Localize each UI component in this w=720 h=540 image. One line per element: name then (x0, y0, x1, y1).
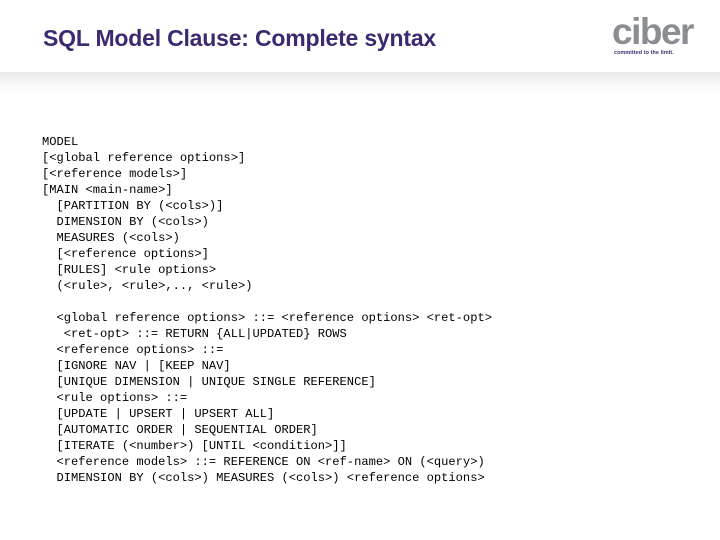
code-line: [ITERATE (<number>) [UNTIL <condition>]] (42, 439, 347, 453)
code-line: <global reference options> ::= <referenc… (42, 311, 492, 325)
code-line: <rule options> ::= (42, 391, 188, 405)
header-divider (0, 72, 720, 94)
code-line: [IGNORE NAV | [KEEP NAV] (42, 359, 231, 373)
code-line: (<rule>, <rule>,.., <rule>) (42, 279, 253, 293)
logo-wordmark: ciber (612, 11, 694, 52)
code-line: DIMENSION BY (<cols>) MEASURES (<cols>) … (42, 471, 485, 485)
code-line: MEASURES (<cols>) (42, 231, 180, 245)
code-line: <reference options> ::= (42, 343, 224, 357)
logo-tagline: committed to the limit. (614, 50, 674, 56)
code-line (42, 294, 492, 310)
code-line: [<global reference options>] (42, 151, 246, 165)
ciber-logo: ciber committed to the limit. (612, 13, 696, 62)
syntax-code-block: MODEL [<global reference options>] [<refer… (42, 134, 492, 486)
code-line: [AUTOMATIC ORDER | SEQUENTIAL ORDER] (42, 423, 318, 437)
code-line: [<reference options>] (42, 247, 209, 261)
code-line: MODEL (42, 135, 79, 149)
code-line: DIMENSION BY (<cols>) (42, 215, 209, 229)
code-line: <reference models> ::= REFERENCE ON <ref… (42, 455, 485, 469)
code-line: <ret-opt> ::= RETURN {ALL|UPDATED} ROWS (42, 327, 347, 341)
page-title: SQL Model Clause: Complete syntax (43, 25, 437, 51)
code-line: [PARTITION BY (<cols>)] (42, 199, 224, 213)
code-line: [<reference models>] (42, 167, 188, 181)
code-line: [RULES] <rule options> (42, 263, 217, 277)
code-line: [UPDATE | UPSERT | UPSERT ALL] (42, 407, 275, 421)
code-line: [MAIN <main-name>] (42, 183, 173, 197)
code-line: [UNIQUE DIMENSION | UNIQUE SINGLE REFERE… (42, 375, 376, 389)
